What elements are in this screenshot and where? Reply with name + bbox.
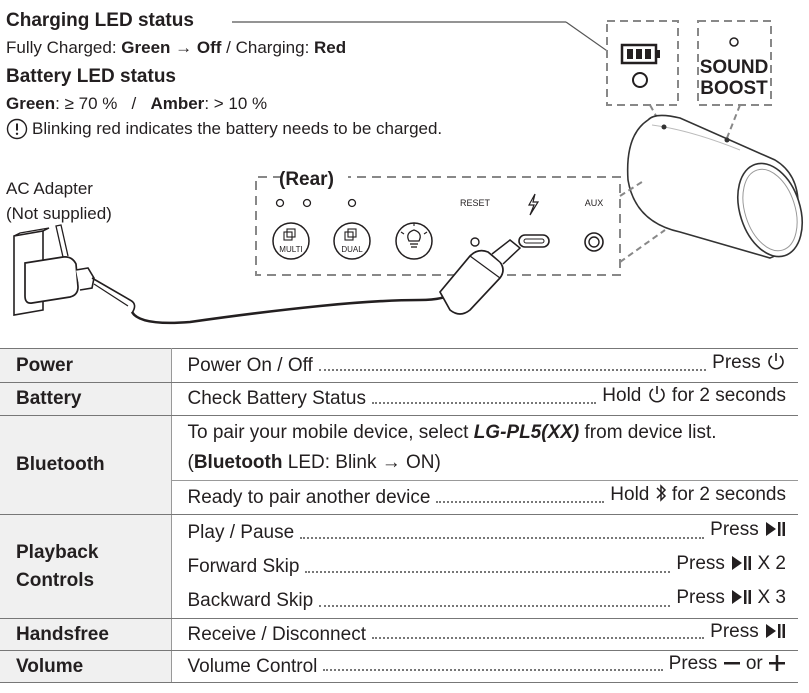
- battery-icon: [620, 43, 660, 65]
- sound-boost-callout: [697, 20, 772, 106]
- row-label-power: Power: [0, 348, 172, 383]
- usb-cable: [91, 239, 522, 325]
- minus-icon: [723, 651, 741, 682]
- sound-boost-text-1: SOUND: [700, 57, 769, 78]
- table-row-handsfree: Handsfree Receive / Disconnect Press: [0, 618, 798, 651]
- lightning-icon: [527, 193, 540, 216]
- battery-warning: Blinking red indicates the battery needs…: [6, 118, 442, 140]
- warning-icon: [6, 118, 28, 140]
- bluetooth-icon: [655, 481, 667, 514]
- multi-label: MULTI: [279, 245, 302, 254]
- row-label-volume: Volume: [0, 650, 172, 683]
- battery-led-heading: Battery LED status: [6, 66, 176, 87]
- rear-title: (Rear): [279, 169, 334, 190]
- speaker-body: [626, 114, 803, 259]
- bluetooth-pair-text: To pair your mobile device, select LG-PL…: [187, 422, 717, 473]
- bluetooth-another-line: Ready to pair another device Hold for 2 …: [188, 481, 787, 514]
- table-row-volume: Volume Volume Control Press or: [0, 650, 798, 683]
- table-row-playback: Playback Controls Play / Pause Press For…: [0, 514, 798, 619]
- light-button[interactable]: [395, 222, 433, 260]
- row-label-handsfree: Handsfree: [0, 618, 172, 651]
- play-pause-icon: [730, 550, 752, 584]
- power-icon: [647, 383, 667, 415]
- table-row-bluetooth: Bluetooth To pair your mobile device, se…: [0, 415, 798, 515]
- multi-button[interactable]: MULTI: [272, 222, 310, 260]
- battery-led-line: Green: ≥ 70 % / Amber: > 10 %: [6, 94, 268, 113]
- play-pause-icon: [730, 584, 752, 618]
- rear-panel-outline: [255, 176, 621, 276]
- dual-label: DUAL: [341, 245, 363, 254]
- aux-label: AUX: [585, 198, 604, 208]
- ac-adapter: [24, 224, 95, 304]
- charging-led-line: Fully Charged: Green → Off / Charging: R…: [6, 38, 347, 57]
- sound-boost-led: [729, 37, 739, 47]
- play-pause-line: Play / Pause Press: [188, 516, 787, 550]
- charging-led-heading: Charging LED status: [6, 10, 194, 31]
- power-line: Power On / Off Press: [188, 349, 787, 382]
- battery-line: Check Battery Status Hold for 2 seconds: [188, 383, 787, 415]
- play-pause-icon: [764, 516, 786, 550]
- battery-led-dot: [632, 72, 648, 88]
- plus-icon: [768, 651, 786, 682]
- backward-skip-line: Backward Skip Press X 3: [188, 584, 787, 618]
- handsfree-line: Receive / Disconnect Press: [188, 619, 787, 650]
- sound-boost-text-2: BOOST: [700, 78, 768, 99]
- play-pause-icon: [764, 619, 786, 650]
- dual-button[interactable]: DUAL: [333, 222, 371, 260]
- usb-c-port: [518, 234, 550, 248]
- power-icon: [766, 349, 786, 382]
- bulb-icon: [400, 223, 428, 248]
- row-label-bluetooth: Bluetooth: [0, 415, 172, 515]
- volume-line: Volume Control Press or: [188, 651, 787, 682]
- forward-skip-line: Forward Skip Press X 2: [188, 550, 787, 584]
- table-row-power: Power Power On / Off Press: [0, 348, 798, 383]
- controls-table: Power Power On / Off Press Battery Check…: [0, 348, 798, 683]
- speaker-diagram: SOUND BOOST (Rear) MULTI DUAL: [13, 20, 803, 325]
- row-label-playback: Playback Controls: [0, 514, 172, 619]
- aux-port: [584, 232, 604, 252]
- row-label-battery: Battery: [0, 382, 172, 416]
- reset-label: RESET: [460, 198, 491, 208]
- ac-adapter-label: AC Adapter (Not supplied): [6, 179, 112, 223]
- table-row-battery: Battery Check Battery Status Hold for 2 …: [0, 382, 798, 416]
- reset-button[interactable]: [470, 237, 480, 247]
